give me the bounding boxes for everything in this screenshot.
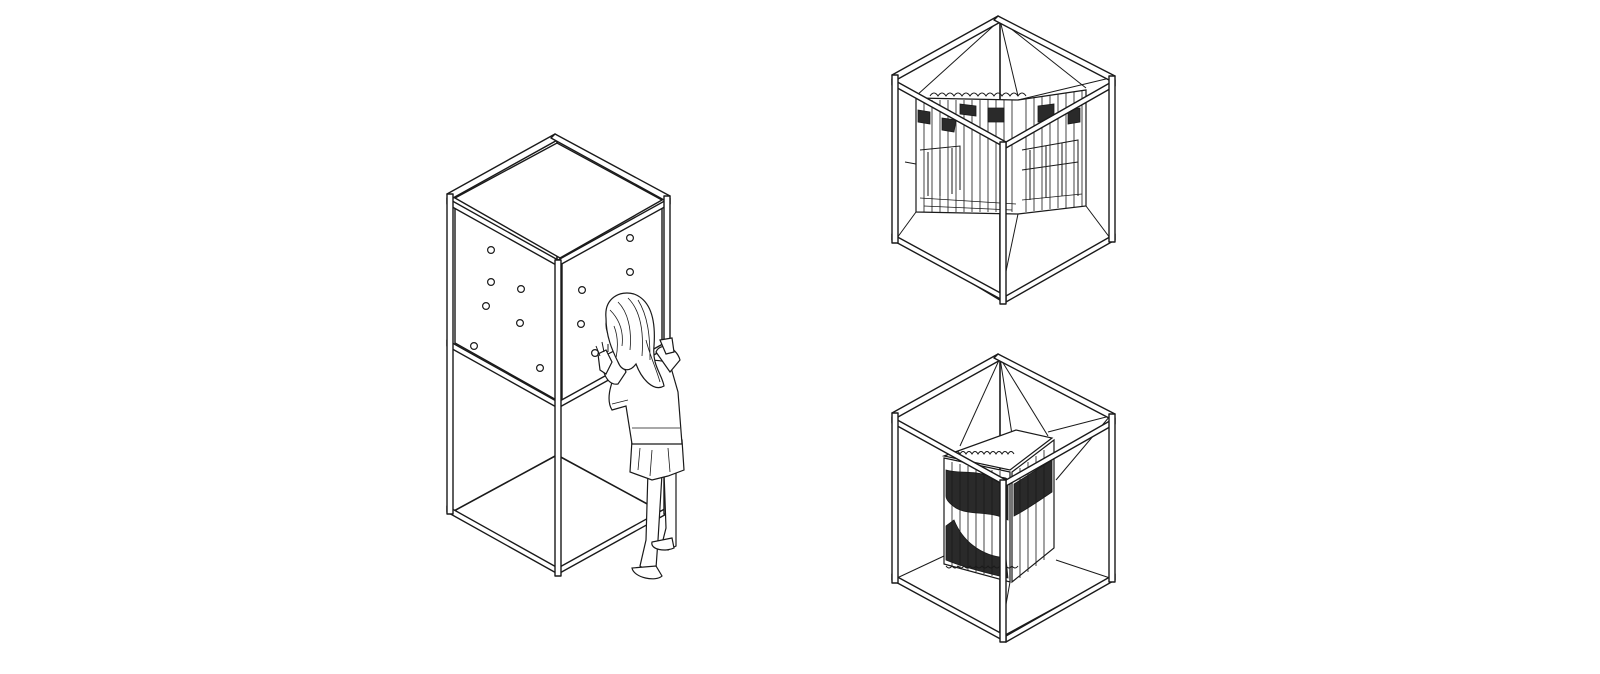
suspended-slat-box: [941, 429, 1055, 584]
peephole-11: [576, 320, 585, 329]
cube-bottom-frame-members: [891, 353, 1116, 643]
peephole-10: [577, 286, 586, 295]
peephole-2: [487, 278, 496, 287]
cube-bottom-figure: [891, 353, 1116, 643]
cube-top-figure: [891, 15, 1116, 305]
peephole-3: [516, 285, 525, 294]
peephole-1: [487, 246, 496, 255]
peephole-6: [470, 342, 479, 351]
child-viewer-figure: [595, 292, 685, 580]
peephole-7: [535, 364, 544, 373]
peephole-4: [482, 302, 491, 311]
peephole-9: [625, 268, 634, 277]
peephole-8: [625, 234, 634, 243]
booth-top-panel: [453, 142, 664, 259]
tall-booth-figure: [446, 133, 685, 580]
peephole-5: [515, 319, 524, 328]
cube-top-frame-members: [891, 15, 1116, 305]
